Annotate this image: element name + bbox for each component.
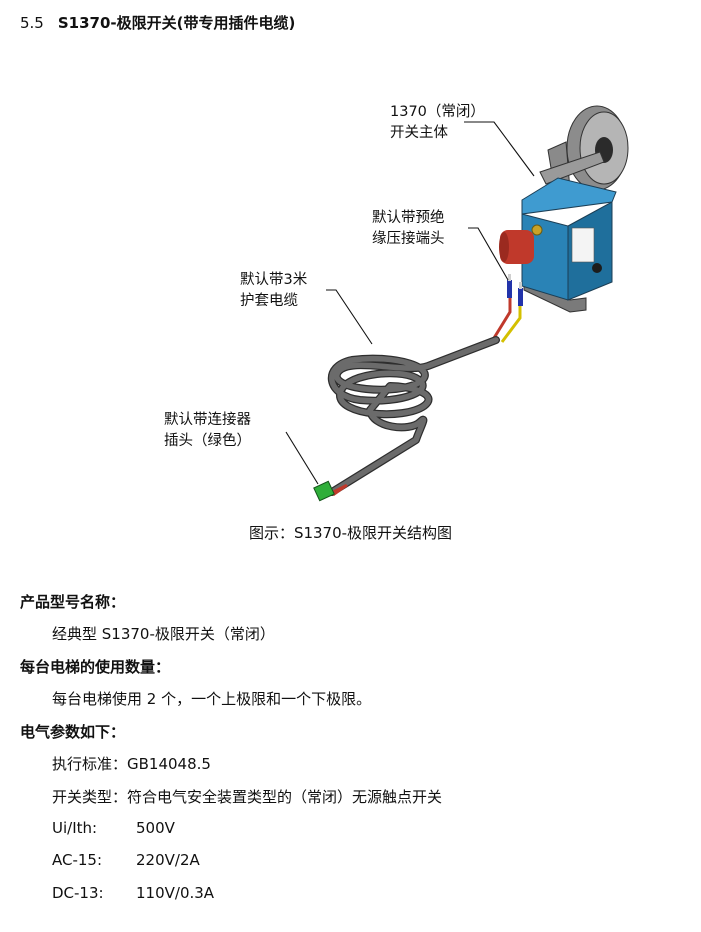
limit-switch-diagram: 1370（常闭） 开关主体 默认带预绝 缘压接端头 默认带3米 护套电缆 默认带…: [164, 103, 629, 502]
terminal-blue-right: [518, 288, 523, 306]
coiled-cable: [328, 336, 500, 496]
switch-body: [521, 177, 617, 301]
switch-type-line: 开关类型：符合电气安全装置类型的（常闭）无源触点开关: [52, 788, 443, 806]
param-row-dc13: DC-13: 110V/0.3A: [52, 884, 214, 902]
switch-body-top: [521, 177, 617, 215]
label-connector-1: 默认带连接器: [164, 411, 251, 428]
section-title: 5.5 S1370-极限开关(带专用插件电缆): [20, 12, 295, 33]
label-main-body-1: 1370（常闭）: [390, 103, 485, 120]
param-row-ac15: AC-15: 220V/2A: [52, 851, 200, 869]
label-cable-2: 护套电缆: [240, 292, 298, 309]
green-connector: [313, 480, 335, 502]
standard-line: 执行标准：GB14048.5: [52, 755, 211, 773]
screw-hole: [592, 263, 602, 273]
connector-wire-red: [330, 484, 348, 496]
param-value: 220V/2A: [136, 851, 200, 869]
param-label: Ui/Ith:: [52, 819, 98, 837]
connector-plug: [313, 480, 348, 502]
param-value: 500V: [136, 819, 175, 837]
section-name: S1370-极限开关(带专用插件电缆): [57, 14, 296, 32]
figure-caption: 图示：S1370-极限开关结构图: [248, 524, 453, 542]
electrical-heading: 电气参数如下：: [20, 723, 126, 741]
model-value: 经典型 S1370-极限开关（常闭）: [52, 625, 275, 643]
cable-sheath: [329, 337, 499, 495]
label-terminals-1: 默认带预绝: [372, 209, 445, 226]
leader-lines: [285, 121, 535, 485]
terminal-pin-left: [508, 274, 511, 281]
terminal-pin-right: [519, 282, 522, 289]
crimp-terminals: [507, 274, 523, 306]
terminal-blue-left: [507, 280, 512, 298]
section-number: 5.5: [20, 14, 44, 32]
label-connector-2: 插头（绿色）: [164, 432, 251, 449]
label-terminals-2: 缘压接端头: [372, 230, 445, 247]
wire-red: [492, 298, 512, 339]
cable-gland: [499, 224, 543, 264]
label-cable-1: 默认带3米: [240, 271, 308, 288]
roller-wheel-icon: [566, 105, 629, 191]
lever-bracket: [539, 151, 605, 185]
gland-end: [499, 232, 509, 262]
quantity-value: 每台电梯使用 2 个，一个上极限和一个下极限。: [52, 690, 372, 708]
label-main-body-2: 开关主体: [390, 124, 448, 141]
param-value: 110V/0.3A: [136, 884, 215, 902]
product-label: [571, 227, 595, 263]
param-label: DC-13:: [52, 884, 104, 902]
wire-yellow: [500, 306, 522, 343]
leader-cable: [326, 289, 373, 345]
leader-terminals: [468, 227, 509, 281]
model-heading: 产品型号名称：: [20, 593, 126, 611]
leader-connector: [285, 431, 319, 485]
gland-screw: [531, 224, 543, 236]
red-gland-cap: [500, 230, 534, 264]
leader-main-body: [464, 121, 535, 177]
param-label: AC-15:: [52, 851, 103, 869]
param-row-ui-ith: Ui/Ith: 500V: [52, 819, 175, 837]
quantity-heading: 每台电梯的使用数量：: [20, 658, 171, 676]
